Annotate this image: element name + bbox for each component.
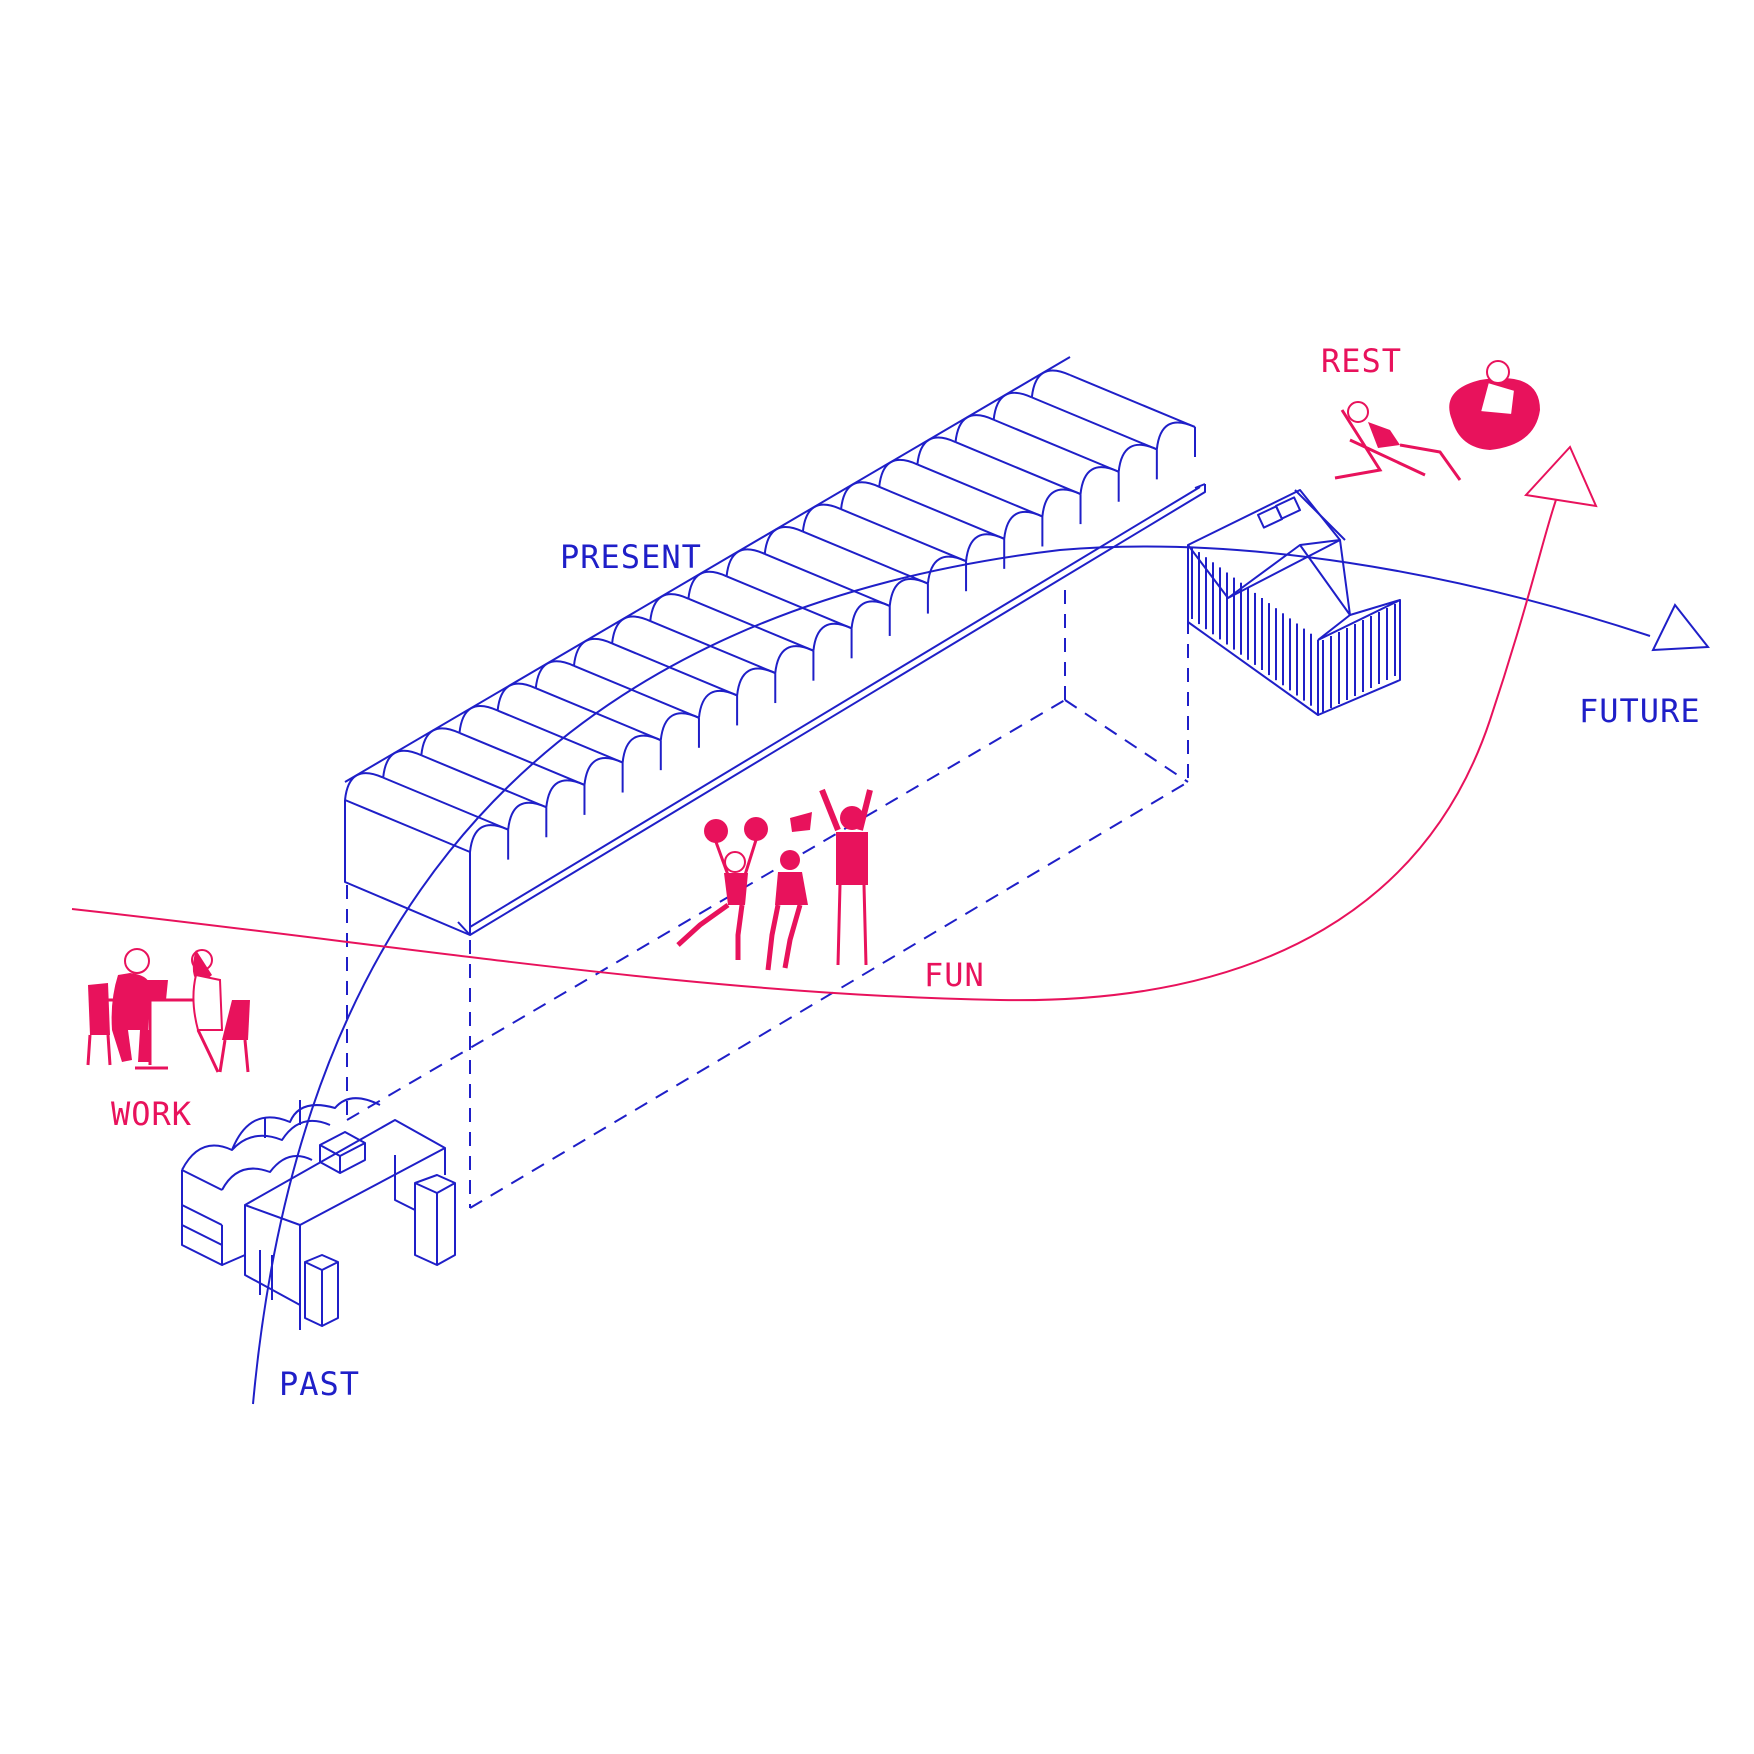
vault-arc-back (763, 526, 804, 555)
pink-mood-arrow-icon (71, 445, 1598, 1002)
fun-label: FUN (924, 956, 985, 994)
people-working-icon (86, 948, 250, 1073)
people-resting-icon (1334, 360, 1540, 481)
vault-arc (659, 712, 700, 741)
vault-rib (688, 597, 814, 652)
vault-arc-back (878, 459, 918, 487)
vault-arc-back (344, 772, 384, 801)
vault-arc (1079, 466, 1120, 495)
vault-arc-back (611, 615, 651, 644)
vault-arc-back (916, 436, 956, 465)
vault-arc-back (382, 749, 422, 778)
vault-rib (1031, 396, 1158, 451)
vault-arc (1155, 421, 1196, 450)
vault-arc (736, 667, 776, 696)
vault-arc-back (572, 637, 613, 666)
vault-crown (344, 356, 1071, 783)
vault-arc (583, 757, 624, 786)
vault-arc-back (954, 414, 995, 443)
people-cheering-icon (676, 788, 873, 971)
vault-arc (1117, 443, 1158, 472)
vault-rib (611, 642, 738, 697)
blue-time-arrow-icon (252, 545, 1710, 1405)
past-label: PAST (279, 1365, 360, 1403)
vault-rib (993, 418, 1120, 473)
vault-rib (764, 553, 891, 607)
vault-arc (812, 622, 852, 651)
vault-rib (649, 620, 776, 674)
vault-rib (535, 687, 662, 742)
projection-dashed-lines (346, 590, 1189, 1209)
vault-rib (420, 754, 547, 809)
vault-arc-back (840, 481, 880, 510)
vault-rib (344, 799, 471, 853)
vault-arc (545, 779, 585, 808)
rest-label: REST (1321, 342, 1402, 380)
vault-arc-back (420, 727, 460, 756)
vault-rib (573, 664, 700, 719)
vault-arc (965, 533, 1005, 562)
vault-rib (840, 508, 967, 563)
vault-arc-back (992, 391, 1033, 420)
vault-rib (726, 575, 852, 630)
vault-arc-back (649, 593, 689, 622)
vault-arc (1041, 488, 1081, 517)
vault-arc (850, 600, 891, 629)
present-label: PRESENT (560, 538, 702, 576)
vault-rib (955, 441, 1081, 496)
vault-rib (382, 776, 509, 831)
vault-rib (497, 709, 624, 764)
vault-rib (459, 731, 585, 786)
future-building-icon (1187, 489, 1401, 716)
vault-rib (1069, 374, 1196, 428)
vault-arc (469, 824, 509, 853)
vault-rib (802, 530, 929, 585)
vault-rib (878, 485, 1005, 540)
vault-arc (697, 689, 738, 718)
vault-arc (1003, 511, 1043, 539)
vault-arc (888, 578, 929, 607)
vault-arc (621, 734, 662, 763)
future-label: FUTURE (1579, 692, 1701, 730)
vault-arc-back (458, 705, 499, 734)
vault-arc-back (801, 503, 842, 532)
vault-arc (774, 645, 814, 674)
present-building-icon (344, 356, 1206, 936)
work-label: WORK (111, 1095, 192, 1133)
vault-arc-back (534, 660, 575, 689)
vault-arc-back (496, 682, 537, 711)
vault-arc (507, 801, 547, 830)
vault-rib (916, 463, 1043, 518)
past-building-icon (181, 1097, 456, 1330)
vault-arc-back (1030, 369, 1071, 398)
vault-arc-back (725, 548, 766, 577)
